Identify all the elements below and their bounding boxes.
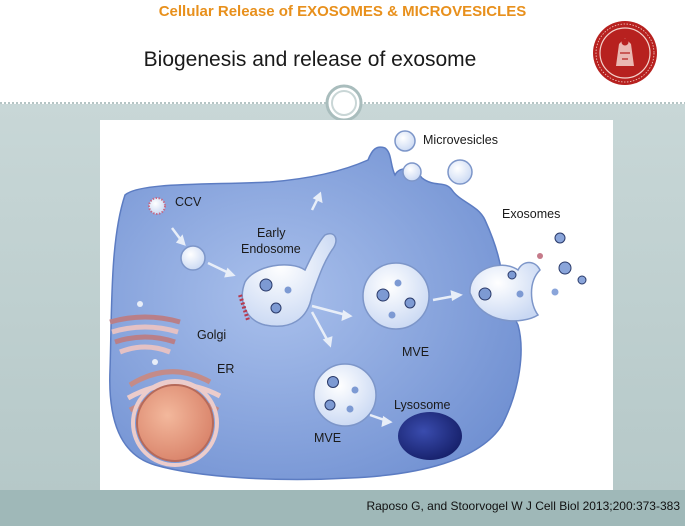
microvesicle xyxy=(394,130,416,152)
diagram-figure: Microvesicles CCV Early Endosome Exosome… xyxy=(100,120,613,490)
label-early-endosome-line1: Early xyxy=(257,226,286,240)
label-mve-lower: MVE xyxy=(314,431,341,445)
microvesicle xyxy=(402,162,422,182)
label-mve-upper: MVE xyxy=(402,345,429,359)
vesicle xyxy=(180,245,206,271)
label-microvesicles: Microvesicles xyxy=(423,133,498,147)
exosome xyxy=(558,261,572,275)
exosome-biogenesis-diagram: Microvesicles CCV Early Endosome Exosome… xyxy=(109,130,587,481)
slide-header: Cellular Release of EXOSOMES & MICROVESI… xyxy=(158,3,527,20)
label-early-endosome-line2: Endosome xyxy=(241,242,301,256)
footer-band xyxy=(0,490,685,526)
label-er: ER xyxy=(217,362,234,376)
exosome xyxy=(551,288,559,296)
slide-title: Biogenesis and release of exosome xyxy=(143,48,477,71)
label-golgi: Golgi xyxy=(197,328,226,342)
exosome xyxy=(537,253,543,259)
exosome xyxy=(577,275,587,285)
ring-ornament-icon xyxy=(325,84,363,122)
ccv-vesicle xyxy=(148,197,166,215)
lysosome xyxy=(398,412,462,460)
label-ccv: CCV xyxy=(175,195,202,209)
golgi-apparatus xyxy=(109,301,181,365)
microvesicle xyxy=(447,159,473,185)
nucleus xyxy=(136,384,214,462)
mve-upper xyxy=(362,262,430,330)
university-seal-icon xyxy=(593,21,657,85)
label-exosomes: Exosomes xyxy=(502,207,560,221)
early-endosome xyxy=(241,233,337,327)
citation: Raposo G, and Stoorvogel W J Cell Biol 2… xyxy=(366,499,680,513)
label-lysosome: Lysosome xyxy=(394,398,451,412)
fusing-mve xyxy=(469,261,541,322)
exosome xyxy=(554,232,566,244)
mve-lower xyxy=(313,363,377,427)
